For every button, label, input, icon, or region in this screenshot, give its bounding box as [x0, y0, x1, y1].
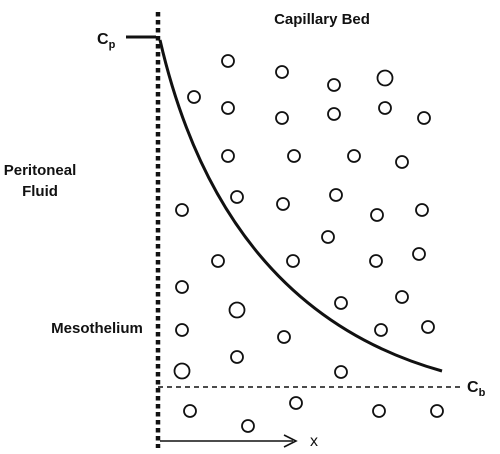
capillary-circle [327, 78, 341, 92]
capillary-circle [173, 362, 191, 380]
capillary-circle [369, 254, 383, 268]
capillary-circle [321, 230, 335, 244]
peritoneal-label-line1: Peritoneal [4, 162, 77, 179]
capillary-bed-title: Capillary Bed [274, 11, 370, 28]
capillary-circle [277, 330, 291, 344]
capillary-circle [415, 203, 429, 217]
capillary-circle [374, 323, 388, 337]
capillary-circle [276, 197, 290, 211]
capillary-circle [417, 111, 431, 125]
capillary-circle [241, 419, 255, 433]
capillary-circle [334, 296, 348, 310]
capillary-circle [228, 301, 246, 319]
mesothelium-label: Mesothelium [51, 320, 143, 337]
capillary-circle [334, 365, 348, 379]
capillary-circle [221, 54, 235, 68]
capillary-circle [287, 149, 301, 163]
capillary-circle [395, 290, 409, 304]
capillary-circle [372, 404, 386, 418]
x-axis-label: x [310, 433, 318, 450]
peritoneal-label-line2: Fluid [22, 183, 58, 200]
capillary-circle [221, 149, 235, 163]
capillary-circle [395, 155, 409, 169]
capillary-circle [275, 65, 289, 79]
capillary-circle [175, 323, 189, 337]
capillary-circle [175, 280, 189, 294]
capillary-circle [187, 90, 201, 104]
x-axis-arrowhead [283, 434, 298, 448]
capillary-circle [289, 396, 303, 410]
concentration-curve [158, 39, 443, 373]
capillary-circle [211, 254, 225, 268]
cb-label: Cb [467, 379, 486, 399]
capillary-circle [221, 101, 235, 115]
capillary-group [173, 54, 444, 433]
capillary-circle [378, 101, 392, 115]
capillary-circle [230, 190, 244, 204]
capillary-circle [230, 350, 244, 364]
capillary-circle [175, 203, 189, 217]
capillary-circle [327, 107, 341, 121]
capillary-circle [421, 320, 435, 334]
capillary-circle [430, 404, 444, 418]
capillary-circle [376, 69, 394, 87]
capillary-circle [286, 254, 300, 268]
capillary-circle [412, 247, 426, 261]
capillary-circle [183, 404, 197, 418]
capillary-circle [329, 188, 343, 202]
capillary-circle [347, 149, 361, 163]
cp-label: Cp [97, 31, 116, 51]
capillary-circle [370, 208, 384, 222]
capillary-circle [275, 111, 289, 125]
